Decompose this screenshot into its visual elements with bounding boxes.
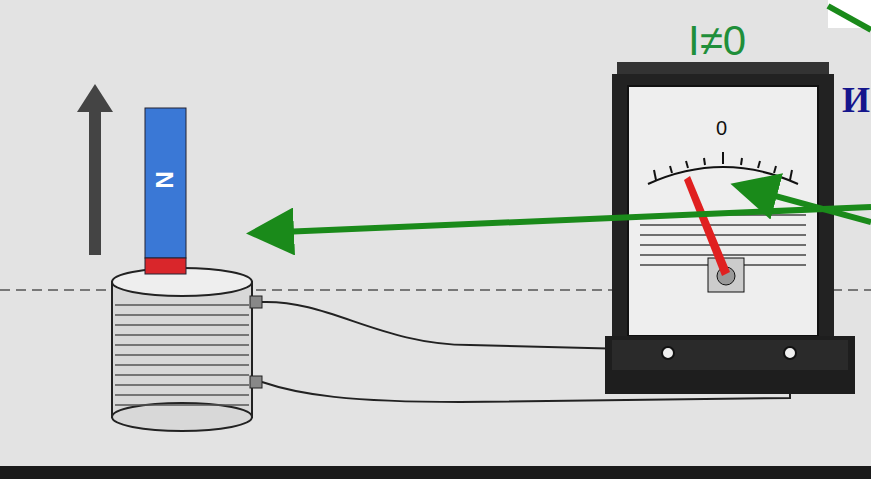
needle xyxy=(684,176,730,276)
current-label: I≠0 xyxy=(688,20,746,62)
pointer-arrows xyxy=(258,6,871,233)
galvanometer xyxy=(605,62,855,394)
coil xyxy=(112,268,262,431)
scale-zero: 0 xyxy=(716,118,727,138)
magnet xyxy=(145,108,186,274)
cut-heading: И xyxy=(842,82,870,118)
motion-arrow xyxy=(77,84,113,255)
bottom-band xyxy=(0,466,871,479)
pole-letter: N xyxy=(152,171,176,188)
